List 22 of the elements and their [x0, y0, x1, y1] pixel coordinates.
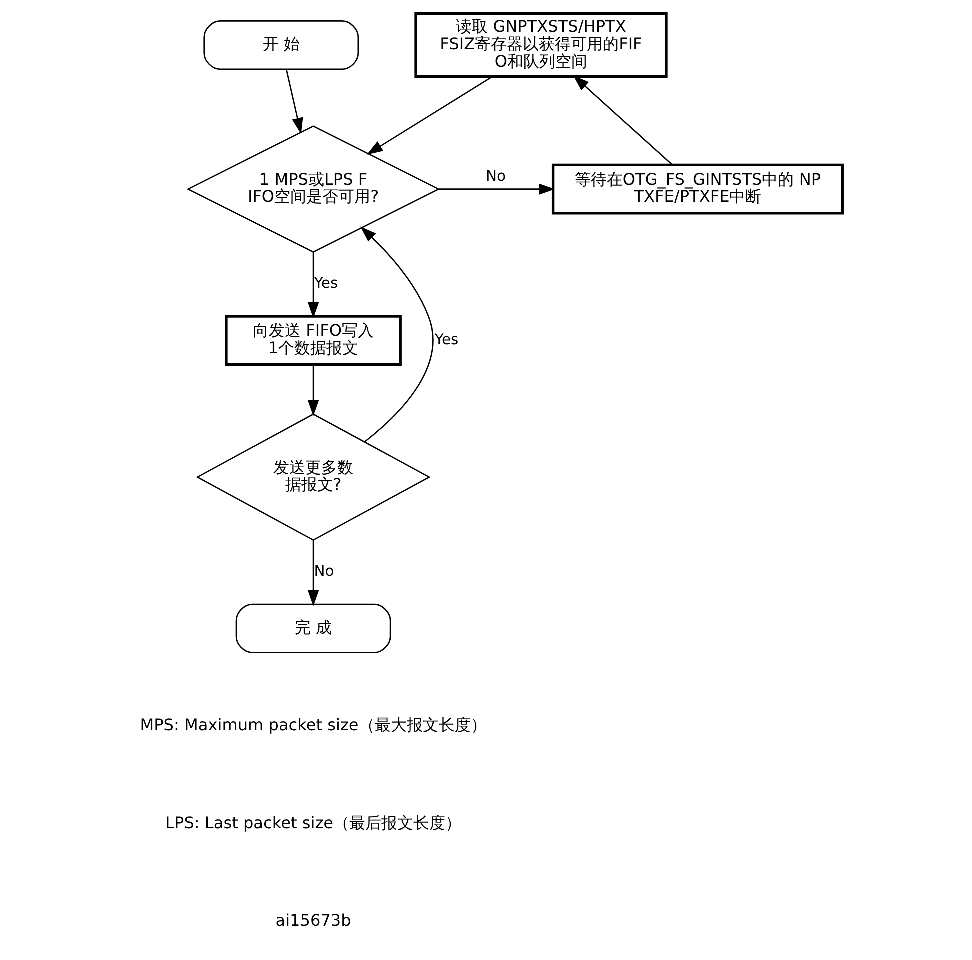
arrow — [308, 252, 320, 318]
arrow — [360, 226, 434, 443]
node-box: 等待在OTG_FS_GINTSTS中的 NPTXFE/PTXFE中断 — [552, 164, 844, 215]
edge-label: No — [314, 563, 334, 580]
arrow — [286, 70, 304, 134]
node-diamond: 1 MPS或LPS FIFO空间是否可用? — [186, 126, 440, 254]
edge-label: No — [486, 168, 506, 186]
edge-label: Yes — [314, 275, 338, 292]
node-box: 开 始 — [204, 20, 360, 70]
label: ai15673b — [276, 911, 352, 930]
arrow — [308, 540, 320, 606]
arrow — [438, 184, 556, 195]
node-box: 读取 GNPTXSTS/HPTXFSIZ寄存器以获得可用的FIFO和队列空间 — [414, 12, 668, 78]
arrow — [573, 76, 674, 166]
edge-label: Yes — [434, 331, 459, 348]
arrow — [366, 76, 493, 155]
node-diamond: 发送更多数据报文? — [196, 414, 431, 542]
node-box: 向发送 FIFO写入1个数据报文 — [225, 315, 402, 366]
node-box: 完 成 — [236, 604, 392, 654]
arrow — [308, 365, 320, 416]
label: MPS: Maximum packet size（最大报文长度） — [140, 716, 487, 735]
label: LPS: Last packet size（最后报文长度） — [166, 813, 462, 832]
